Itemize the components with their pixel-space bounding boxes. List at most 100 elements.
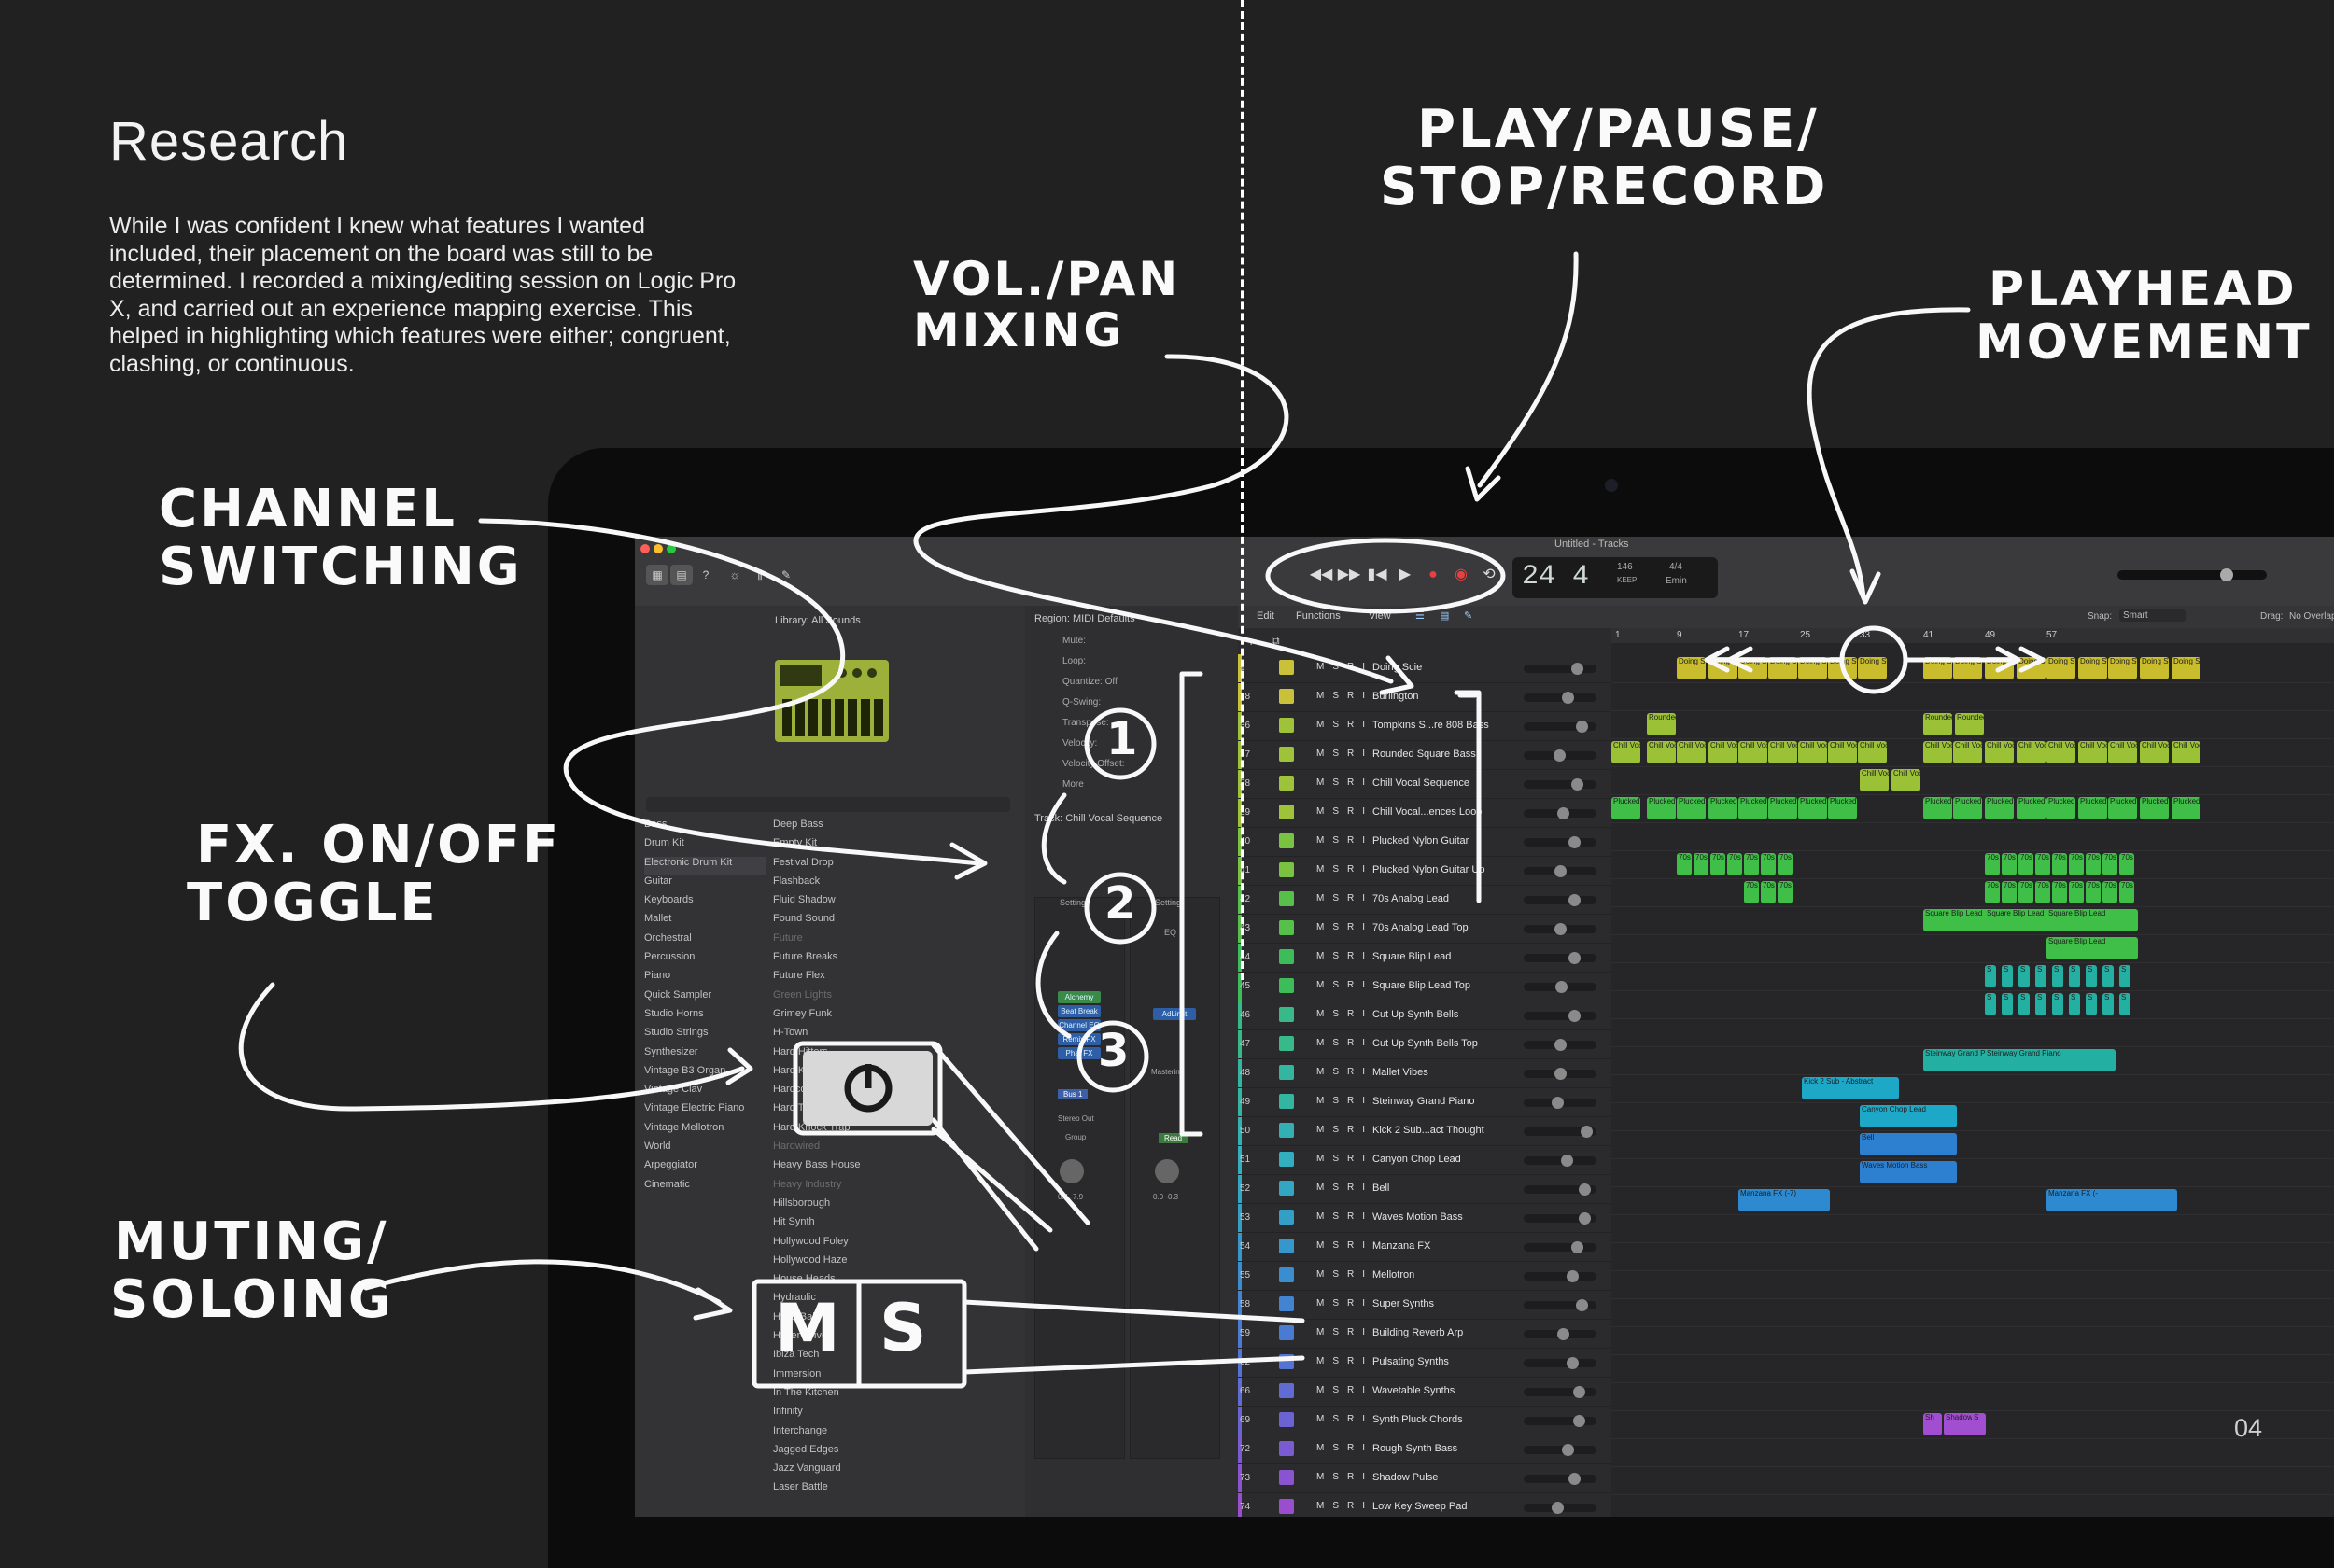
arrange-region[interactable]: Bell xyxy=(1860,1133,1957,1155)
library-category-item[interactable]: Vintage Mellotron xyxy=(644,1121,724,1133)
library-patch-item[interactable]: Hyper Drive xyxy=(773,1330,828,1342)
track-volume-knob[interactable] xyxy=(1555,981,1568,993)
track-lane[interactable] xyxy=(1611,1214,2334,1243)
arrange-region[interactable]: 70s xyxy=(2102,853,2117,875)
library-patch-item[interactable]: Heavy Bass House xyxy=(773,1159,861,1171)
library-category-item[interactable]: Vintage B3 Organ xyxy=(644,1064,726,1076)
plugin-slot[interactable]: Beat Break xyxy=(1058,1005,1101,1017)
arrange-region[interactable]: Square Blip Lead xyxy=(2046,909,2138,931)
track-lane[interactable] xyxy=(1611,1410,2334,1439)
library-patch-item[interactable]: Future xyxy=(773,931,803,944)
track-name[interactable]: 70s Analog Lead xyxy=(1372,893,1449,904)
library-patch-item[interactable]: Hit Synth xyxy=(773,1216,815,1228)
track-volume-slider[interactable] xyxy=(1524,1328,1596,1340)
mute-solo-record-input-buttons[interactable]: MSRI xyxy=(1316,691,1373,701)
track-name[interactable]: Pulsating Synths xyxy=(1372,1356,1449,1367)
close-window-icon[interactable] xyxy=(640,544,650,553)
smart-controls-icon[interactable]: ☼ xyxy=(729,568,740,581)
arrange-region[interactable]: Chill Vocal xyxy=(1647,741,1676,763)
arrange-region[interactable]: Chill Vocal xyxy=(1858,741,1887,763)
arrange-region[interactable]: Doing Scie xyxy=(2172,657,2200,679)
mute-solo-record-input-buttons[interactable]: MSRI xyxy=(1316,1067,1373,1077)
library-patch-item[interactable]: Grimey Funk xyxy=(773,1007,832,1019)
arrange-region[interactable]: Plucked N xyxy=(1708,797,1737,819)
track-volume-slider[interactable] xyxy=(1524,778,1596,791)
track-name[interactable]: Rounded Square Bass xyxy=(1372,749,1476,760)
track-lane[interactable] xyxy=(1611,1018,2334,1047)
library-category-item[interactable]: Electronic Drum Kit xyxy=(644,856,766,875)
functions-menu[interactable]: Functions xyxy=(1296,610,1341,622)
track-name[interactable]: Chill Vocal Sequence xyxy=(1372,777,1469,789)
arrange-region[interactable]: Chill Vocal xyxy=(2140,741,2169,763)
track-volume-slider[interactable] xyxy=(1524,1155,1596,1167)
plugin-slot[interactable]: Channel EQ xyxy=(1058,1019,1101,1031)
mute-solo-record-input-buttons[interactable]: MSRI xyxy=(1316,1125,1373,1135)
snap-select[interactable]: Smart xyxy=(2119,609,2186,622)
track-lane[interactable] xyxy=(1611,654,2334,683)
track-lane[interactable] xyxy=(1611,906,2334,935)
library-patch-item[interactable]: Hype Ball xyxy=(773,1310,818,1323)
mute-solo-record-input-buttons[interactable]: MSRI xyxy=(1316,720,1373,730)
grid-view-icon[interactable]: ▤ xyxy=(1440,610,1450,622)
library-category-item[interactable]: Vintage Electric Piano xyxy=(644,1102,745,1114)
arrange-region[interactable]: Doing Scie xyxy=(2046,657,2075,679)
library-patch-item[interactable]: Festival Drop xyxy=(773,856,834,868)
mute-solo-record-input-buttons[interactable]: MSRI xyxy=(1316,1327,1373,1337)
track-name[interactable]: Plucked Nylon Guitar Up xyxy=(1372,864,1485,875)
track-volume-slider[interactable] xyxy=(1524,836,1596,848)
library-patch-item[interactable]: Future Breaks xyxy=(773,951,838,963)
track-volume-knob[interactable] xyxy=(1561,1444,1574,1456)
library-patch-item[interactable]: Jagged Edges xyxy=(773,1443,839,1455)
arrange-region[interactable]: 70s xyxy=(1985,853,2000,875)
track-volume-slider[interactable] xyxy=(1524,894,1596,906)
arrange-region[interactable]: Plucked N xyxy=(1647,797,1676,819)
arrange-region[interactable]: S xyxy=(2052,993,2063,1015)
track-volume-knob[interactable] xyxy=(1572,1415,1585,1427)
mute-solo-record-input-buttons[interactable]: MSRI xyxy=(1316,951,1373,961)
plugin-slot[interactable]: Alchemy xyxy=(1058,991,1101,1003)
track-lane[interactable] xyxy=(1611,794,2334,823)
track-volume-knob[interactable] xyxy=(1567,1270,1580,1282)
arrange-region[interactable]: Plucked N xyxy=(1768,797,1797,819)
pan-knob-right[interactable] xyxy=(1155,1159,1179,1183)
playhead-line[interactable] xyxy=(1241,0,1246,980)
library-category-item[interactable]: Studio Strings xyxy=(644,1027,709,1039)
arrange-region[interactable]: S xyxy=(2102,965,2114,987)
track-volume-knob[interactable] xyxy=(1554,865,1567,877)
arrange-region[interactable]: S xyxy=(2035,993,2046,1015)
arrange-region[interactable]: Chill Vocal xyxy=(1798,741,1827,763)
lcd-display[interactable]: 24 4 146 KEEP 4/4 Emin xyxy=(1512,557,1718,598)
arrange-region[interactable]: 70s xyxy=(2018,881,2033,903)
library-patch-item[interactable]: Immersion xyxy=(773,1367,822,1379)
track-lane[interactable] xyxy=(1611,850,2334,879)
zoom-window-icon[interactable] xyxy=(667,544,676,553)
ad-limit-plugin[interactable]: AdLimit xyxy=(1153,1008,1196,1020)
track-volume-slider[interactable] xyxy=(1524,1039,1596,1051)
arrange-region[interactable]: 70s xyxy=(2035,881,2050,903)
arrange-region[interactable]: Chill Vocal xyxy=(1677,741,1706,763)
track-volume-slider[interactable] xyxy=(1524,865,1596,877)
arrange-region[interactable]: S xyxy=(2035,965,2046,987)
library-patch-item[interactable]: Green Lights xyxy=(773,988,832,1001)
arrange-region[interactable]: S xyxy=(2018,965,2030,987)
arrange-region[interactable]: S xyxy=(2002,965,2013,987)
arrange-region[interactable]: 70s xyxy=(2102,881,2117,903)
mute-solo-record-input-buttons[interactable]: MSRI xyxy=(1316,1269,1373,1280)
track-volume-slider[interactable] xyxy=(1524,1126,1596,1138)
arrange-region[interactable]: 70s xyxy=(1778,853,1793,875)
arrange-region[interactable]: S xyxy=(2086,993,2097,1015)
track-lane[interactable] xyxy=(1611,878,2334,907)
track-name[interactable]: Kick 2 Sub...act Thought xyxy=(1372,1125,1484,1136)
track-volume-knob[interactable] xyxy=(1554,1068,1567,1080)
track-lane[interactable] xyxy=(1611,766,2334,795)
mute-solo-record-input-buttons[interactable]: MSRI xyxy=(1316,1183,1373,1193)
arrange-region[interactable]: 70s xyxy=(2069,853,2084,875)
track-inspector-header[interactable]: Track: Chill Vocal Sequence xyxy=(1034,813,1163,824)
arrange-region[interactable]: 70s xyxy=(2119,881,2134,903)
pencil-tool-icon[interactable]: ✎ xyxy=(1464,610,1473,622)
